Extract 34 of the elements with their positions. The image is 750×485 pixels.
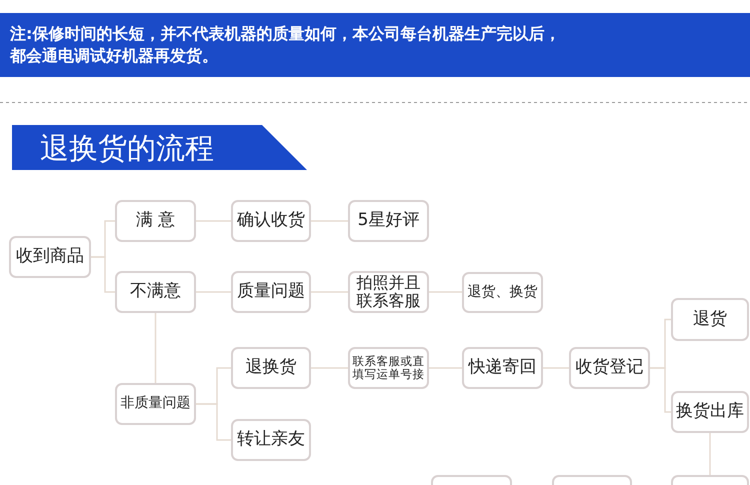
process-box: 质量问题 xyxy=(231,271,311,313)
process-box: 换货出库 xyxy=(671,391,749,433)
process-box: 满 意 xyxy=(115,200,196,242)
empty-box xyxy=(552,475,632,485)
connector-line xyxy=(154,313,156,383)
process-box: 退货 xyxy=(671,298,749,341)
process-box: 5星好评 xyxy=(348,200,429,242)
connector-line xyxy=(429,291,462,293)
process-box: 收到商品 xyxy=(9,236,91,278)
connector-line xyxy=(91,256,115,293)
process-box: 非质量问题 xyxy=(115,383,196,425)
connector-line xyxy=(311,367,348,369)
connector-line xyxy=(196,403,231,441)
connector-line xyxy=(650,367,671,413)
connector-line xyxy=(196,220,231,222)
process-box: 退换货 xyxy=(231,347,311,389)
connector-line xyxy=(311,220,348,222)
empty-box xyxy=(671,475,749,485)
process-box: 转让亲友 xyxy=(231,419,311,461)
process-box: 收货登记 xyxy=(569,347,650,389)
process-box: 不满意 xyxy=(115,271,196,313)
connector-line xyxy=(429,367,462,369)
diagram-title: 退换货的流程 xyxy=(40,132,214,164)
connector-line xyxy=(311,291,348,293)
process-box: 联系客服或直填写运单号接 xyxy=(348,347,429,389)
connector-line xyxy=(709,433,711,475)
connector-line xyxy=(196,291,231,293)
process-box: 拍照并且联系客服 xyxy=(348,271,429,313)
connector-line xyxy=(543,367,569,369)
notice-text: 注:保修时间的长短，并不代表机器的质量如何，本公司每台机器生产完以后，都会通电调试好机器再发货。 xyxy=(10,23,562,67)
process-box: 退货、换货 xyxy=(462,272,543,313)
empty-box xyxy=(431,475,512,485)
process-box: 快递寄回 xyxy=(462,347,543,389)
process-box: 确认收货 xyxy=(231,200,311,242)
